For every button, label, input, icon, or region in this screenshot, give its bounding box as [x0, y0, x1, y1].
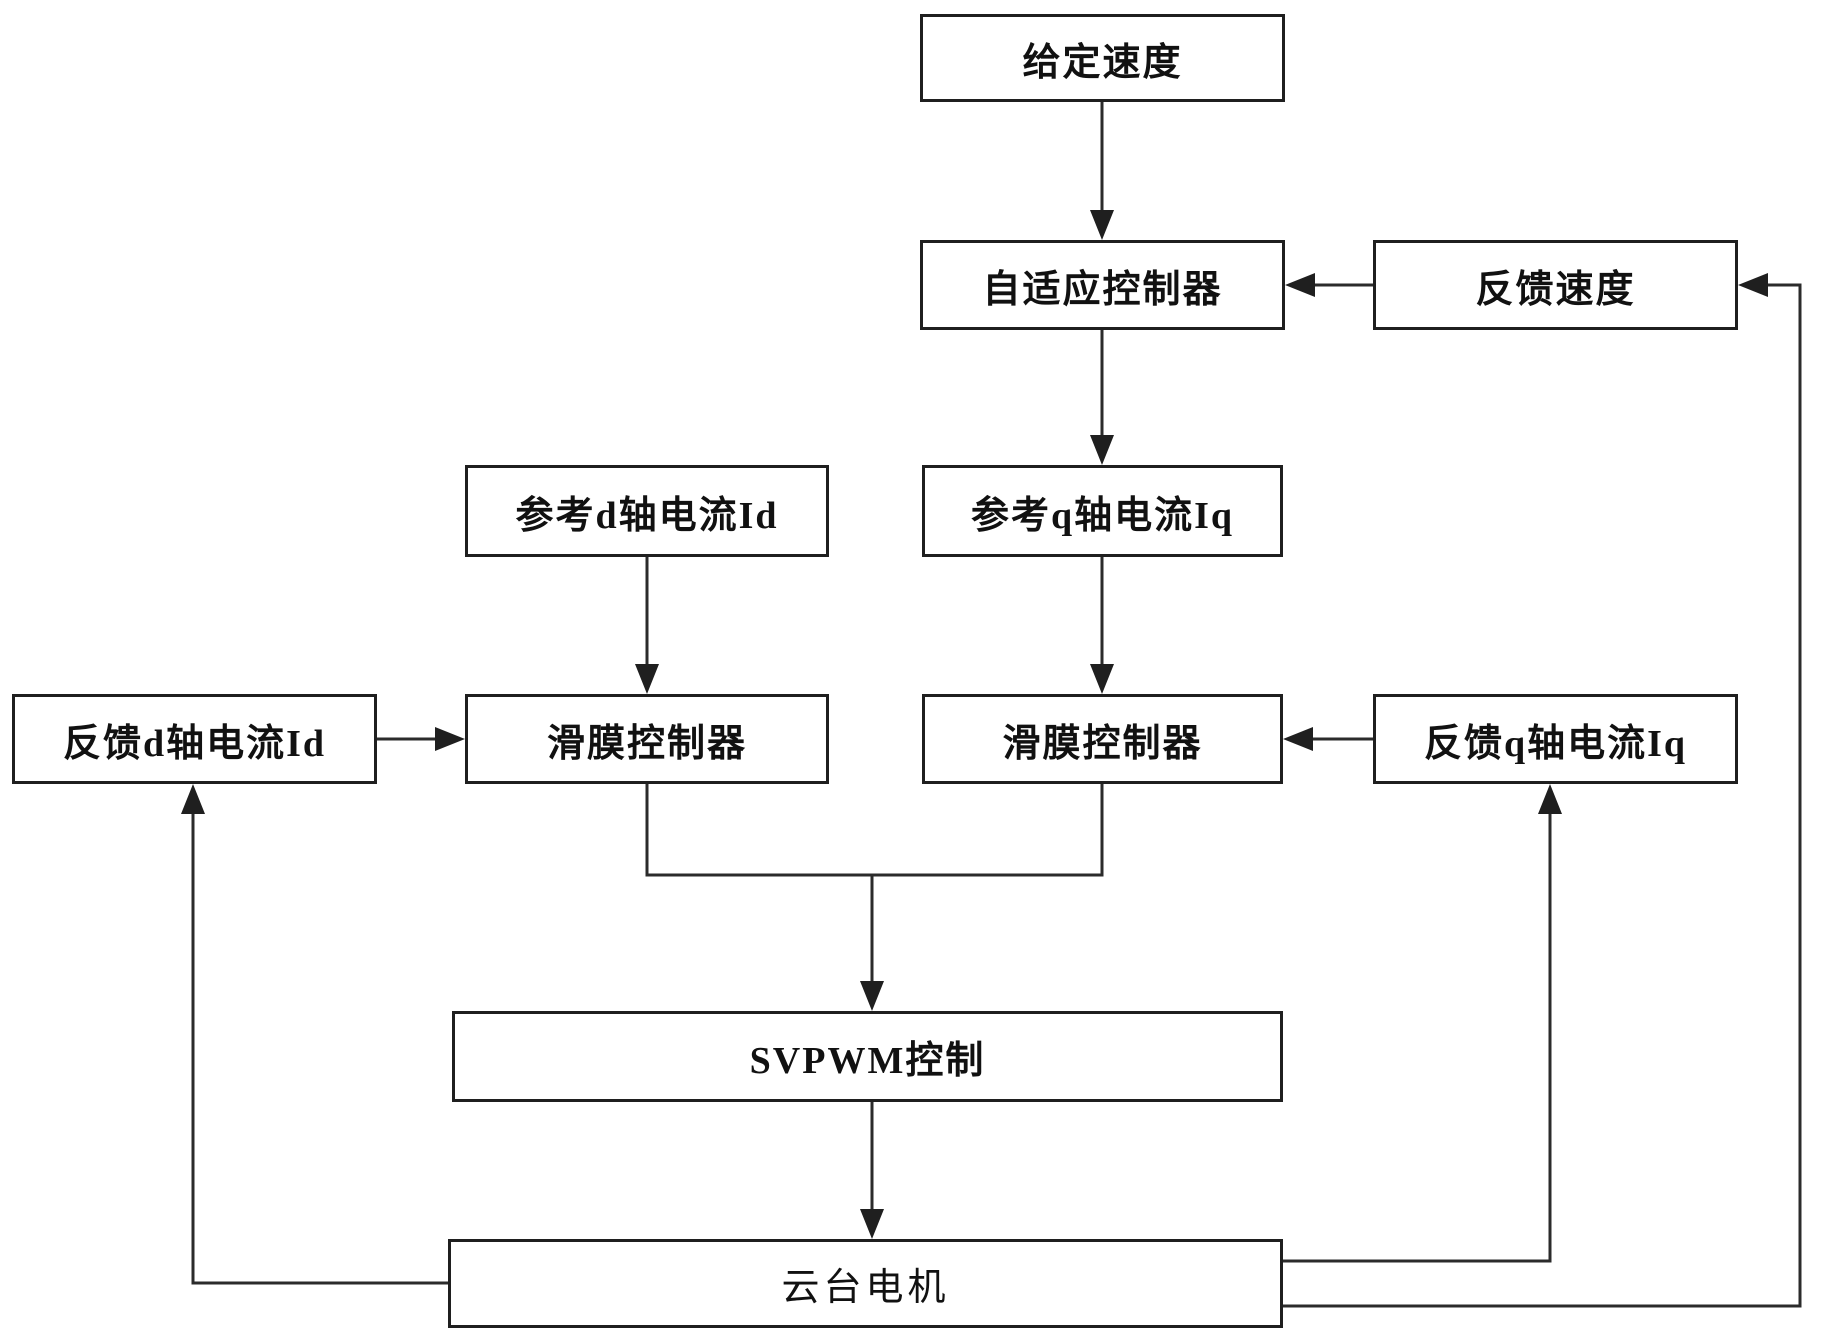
- edge-smc-merge-junction: [645, 784, 1104, 877]
- edge-motor-to-feedback-d: [181, 784, 451, 1285]
- node-gimbal-motor-label: 云台电机: [781, 1267, 950, 1309]
- node-given-speed: 给定速度: [920, 14, 1285, 102]
- node-feedback-speed-label: 反馈速度: [1475, 268, 1636, 311]
- node-feedback-q-current: 反馈q轴电流Iq: [1373, 694, 1738, 784]
- node-sliding-mode-controller-right-label: 滑膜控制器: [1002, 722, 1203, 765]
- node-feedback-q-current-label: 反馈q轴电流Iq: [1423, 722, 1688, 765]
- edge-motor-to-feedback-q: [1283, 784, 1562, 1263]
- node-given-speed-label: 给定速度: [1022, 41, 1183, 84]
- node-feedback-speed: 反馈速度: [1373, 240, 1738, 330]
- node-sliding-mode-controller-right: 滑膜控制器: [922, 694, 1283, 784]
- node-adaptive-controller-label: 自适应控制器: [982, 268, 1223, 311]
- node-feedback-d-current: 反馈d轴电流Id: [12, 694, 377, 784]
- node-ref-d-current-label: 参考d轴电流Id: [515, 494, 779, 537]
- node-sliding-mode-controller-left-label: 滑膜控制器: [546, 722, 747, 765]
- node-sliding-mode-controller-left: 滑膜控制器: [465, 694, 829, 784]
- node-ref-q-current: 参考q轴电流Iq: [922, 465, 1283, 557]
- node-adaptive-controller: 自适应控制器: [920, 240, 1285, 330]
- node-feedback-d-current-label: 反馈d轴电流Id: [62, 722, 327, 765]
- edge-motor-to-feedback-speed: [1283, 273, 1802, 1308]
- node-gimbal-motor: 云台电机: [448, 1239, 1283, 1328]
- node-ref-d-current: 参考d轴电流Id: [465, 465, 829, 557]
- node-svpwm-control: SVPWM控制: [452, 1011, 1283, 1102]
- node-ref-q-current-label: 参考q轴电流Iq: [970, 494, 1235, 537]
- node-svpwm-control-label: SVPWM控制: [749, 1040, 986, 1082]
